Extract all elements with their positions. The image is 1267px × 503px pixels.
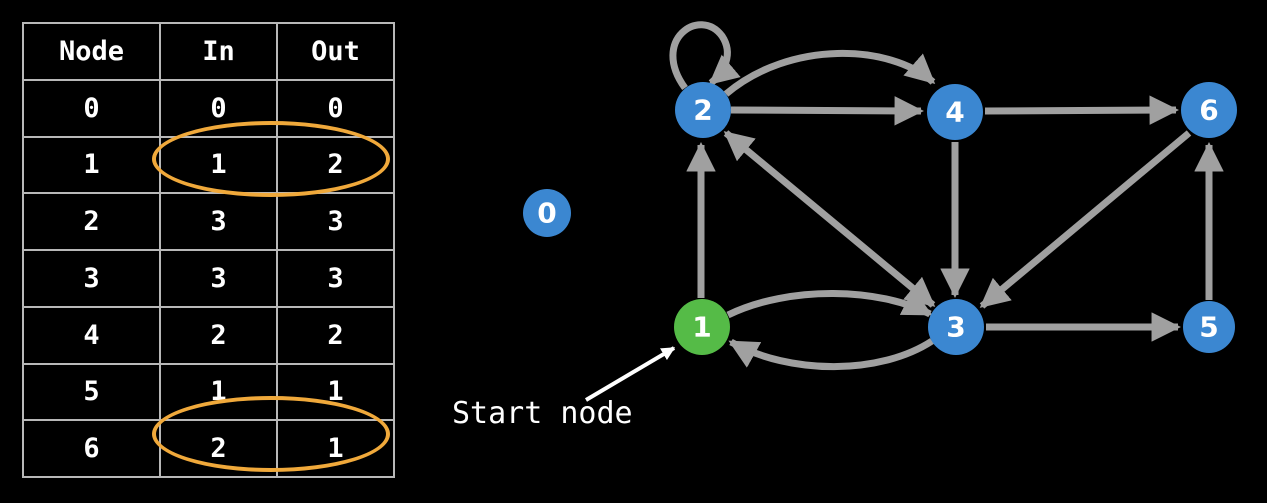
table-row: 0 0 0 [22, 78, 395, 138]
cell-out: 0 [276, 78, 395, 138]
node-label-5: 5 [1199, 311, 1218, 344]
graph-node-4[interactable]: 4 [927, 84, 983, 140]
cell-in: 1 [159, 362, 278, 422]
cell-node: 1 [22, 135, 161, 195]
node-circle-0[interactable] [523, 189, 571, 237]
edge-2-to-2 [669, 21, 741, 91]
start-node-pointer-arrow [584, 346, 676, 402]
node-circle-6[interactable] [1181, 82, 1237, 138]
graph-node-2[interactable]: 2 [675, 82, 731, 138]
edge-6-to-3 [979, 130, 1192, 309]
cell-node: 0 [22, 78, 161, 138]
column-header-in: In [159, 22, 278, 81]
node-circle-2[interactable] [675, 82, 731, 138]
table-row: 5 1 1 [22, 362, 395, 422]
table-header-row: Node In Out [22, 22, 395, 81]
cell-in: 1 [159, 135, 278, 195]
node-circle-3[interactable] [928, 299, 984, 355]
cell-out: 3 [276, 249, 395, 308]
column-header-node: Node [22, 22, 161, 81]
column-header-out: Out [276, 22, 395, 81]
node-circle-1[interactable] [674, 299, 730, 355]
table-row: 2 3 3 [22, 192, 395, 251]
edge-2-to-4-curved [723, 50, 936, 97]
table-row: 4 2 2 [22, 305, 395, 365]
edge-2-to-3-bidirectional [723, 130, 936, 308]
cell-node: 2 [22, 192, 161, 251]
graph-node-5[interactable]: 5 [1183, 301, 1235, 353]
cell-out: 3 [276, 192, 395, 251]
node-label-0: 0 [537, 197, 556, 230]
degree-table: Node In Out 0 0 0 1 1 2 2 3 3 3 3 3 4 2 … [22, 22, 395, 478]
cell-in: 2 [159, 305, 278, 365]
cell-node: 3 [22, 249, 161, 308]
node-label-2: 2 [693, 94, 712, 127]
cell-in: 0 [159, 78, 278, 138]
graph-node-0[interactable]: 0 [523, 189, 571, 237]
cell-out: 1 [276, 362, 395, 422]
edge-4-to-6 [984, 95, 1179, 125]
table-row: 1 1 2 [22, 135, 395, 195]
cell-node: 6 [22, 419, 161, 478]
node-label-6: 6 [1199, 94, 1218, 127]
node-circle-4[interactable] [927, 84, 983, 140]
cell-node: 5 [22, 362, 161, 422]
cell-node: 4 [22, 305, 161, 365]
cell-out: 2 [276, 305, 395, 365]
start-node-label: Start node [452, 396, 633, 431]
table-row: 3 3 3 [22, 249, 395, 308]
edge-3-to-1-curved [728, 338, 934, 371]
cell-in: 3 [159, 192, 278, 251]
cell-out: 2 [276, 135, 395, 195]
node-label-4: 4 [945, 96, 964, 129]
edge-1-to-3-curved [726, 288, 933, 319]
table-row: 6 2 1 [22, 419, 395, 478]
graph-node-1[interactable]: 1 [674, 299, 730, 355]
cell-in: 3 [159, 249, 278, 308]
edge-2-to-4-straight [730, 96, 924, 126]
graph-node-6[interactable]: 6 [1181, 82, 1237, 138]
node-circle-5[interactable] [1183, 301, 1235, 353]
node-label-1: 1 [692, 311, 711, 344]
node-label-3: 3 [946, 311, 965, 344]
graph-node-3[interactable]: 3 [928, 299, 984, 355]
